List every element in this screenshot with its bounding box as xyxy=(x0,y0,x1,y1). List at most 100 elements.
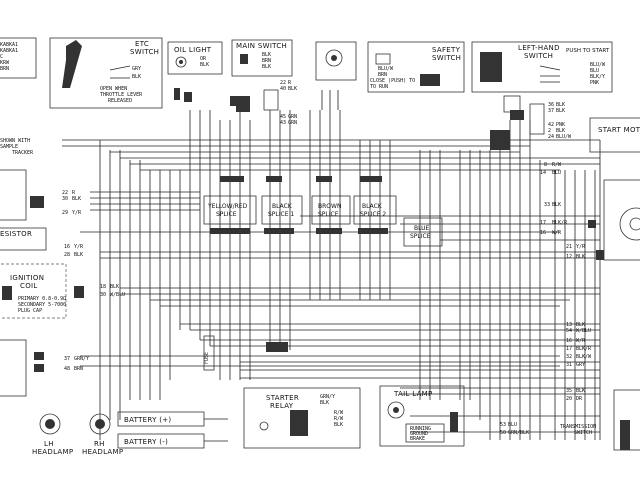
main-wire: BRN xyxy=(262,58,271,64)
lh-wire: BLK/Y xyxy=(590,74,605,80)
etc-wire: BLK xyxy=(132,74,141,80)
left-wire-labels: 22 R 30 BLK 29 Y/R 16 Y/R 28 BLK 18 BLK … xyxy=(34,190,125,372)
wire-color: BLK/R xyxy=(552,220,568,226)
splice-title-1: BLACK xyxy=(272,203,293,210)
relay-wire: BLK xyxy=(334,422,343,428)
wire-color: Y/R xyxy=(74,244,84,250)
wire-color: BLK xyxy=(556,128,565,134)
right-wire-labels: 8 R/W 14 BLU 33 BLK 17 BLK/R 16 W/R 21 Y… xyxy=(500,162,604,436)
wire-num: 20 xyxy=(566,396,572,402)
left-edge-components: KABKA1 KABKA1 C KRW BRN SHOWN WITH SAMPL… xyxy=(0,37,67,397)
wire-num: 35 xyxy=(566,388,572,394)
top-wire-label: 40 xyxy=(280,86,286,92)
tail-note: RUNNING xyxy=(410,426,431,432)
wire-color: BLK xyxy=(556,102,565,108)
wire-color: BRN xyxy=(74,366,83,372)
main-switch-title: MAIN SWITCH xyxy=(236,42,287,50)
battery-neg-title: BATTERY (-) xyxy=(124,438,168,446)
wire-num: 30 xyxy=(62,196,68,202)
wire-color: BLU xyxy=(508,422,517,428)
top-wire-labels: 36 BLK 37 BLK 42 PNK 2 BLK 24 BLU/W xyxy=(529,102,572,140)
splice-title-1: BLACK xyxy=(362,203,383,210)
tail-lamp: TAIL LAMP RUNNING GROUND BRAKE xyxy=(379,385,465,447)
top-wire-label: 22 xyxy=(280,80,286,86)
wire-num: 18 xyxy=(100,284,106,290)
starter-relay-title-2: RELAY xyxy=(270,402,294,410)
relay-wire: GRN/Y xyxy=(320,394,335,400)
wire-color: BLK xyxy=(72,196,81,202)
wire-color: BLK xyxy=(110,284,119,290)
oil-light-title: OIL LIGHT xyxy=(174,46,212,54)
main-wire: BLK xyxy=(262,52,271,58)
lh-wire: BLU/W xyxy=(590,62,606,68)
rh-headlamp-title-2: HEADLAMP xyxy=(82,448,123,456)
lh-headlamp-title-1: LH xyxy=(44,440,54,448)
wire-color: BLK xyxy=(552,202,561,208)
etc-note: THROTTLE LEVER xyxy=(100,92,143,98)
wire-num: 29 xyxy=(62,210,68,216)
etc-switch: ETC SWITCH GRY BLK OPEN WHEN THROTTLE LE… xyxy=(49,37,163,109)
ignition-coil-title-1: IGNITION xyxy=(10,274,44,282)
etc-title-1: ETC xyxy=(135,40,149,48)
oil-wire: OR xyxy=(200,56,207,62)
transmission-title-1: TRANSMISSION xyxy=(560,424,596,430)
wire-num: 16 xyxy=(540,230,546,236)
wire-color: PNK xyxy=(556,122,565,128)
start-motor: START MOT xyxy=(589,117,640,261)
etc-note: RELEASED xyxy=(108,98,132,104)
wire-num: 37 xyxy=(548,108,554,114)
edge-text: SHOWN WITH xyxy=(0,138,30,144)
push-to-start: PUSH TO START xyxy=(566,48,610,54)
wire-color: BLU xyxy=(552,170,561,176)
top-wire-label: 43 xyxy=(280,120,286,126)
fuse-label: FUSE xyxy=(204,352,210,364)
wire-color: BLK/W xyxy=(576,354,592,360)
safety-wire: BLU/W xyxy=(378,66,394,72)
safety-note: CLOSE (PUSH) TO xyxy=(370,78,415,84)
wire-color: BLK xyxy=(556,108,565,114)
lh-wire: BLU xyxy=(590,68,599,74)
edge-text: BRN xyxy=(0,66,9,72)
relay-wire: R/W xyxy=(334,416,344,422)
wire-color: BLK/R xyxy=(576,346,592,352)
headlamps: LH HEADLAMP RH HEADLAMP xyxy=(32,413,123,456)
fuse: FUSE xyxy=(203,335,215,371)
wire-color: BLK xyxy=(576,254,585,260)
wire-num: 28 xyxy=(64,252,70,258)
relay-wire: R/W xyxy=(334,410,344,416)
safety-note: TO RUN xyxy=(370,84,388,90)
etc-note: OPEN WHEN xyxy=(100,86,127,92)
safety-wire: BRN xyxy=(378,72,387,78)
splice-title-2: SPLICE xyxy=(318,211,339,218)
safety-switch: SAFETY SWITCH BLU/W BRN CLOSE (PUSH) TO … xyxy=(367,41,465,93)
wire-color: R/W xyxy=(552,162,562,168)
wire-num: 33 xyxy=(544,202,550,208)
wire-num: 13 xyxy=(566,322,572,328)
wire-color: GRN/BLK xyxy=(508,430,529,436)
wire-num: 31 xyxy=(566,362,572,368)
wire-num: 2 xyxy=(548,128,551,134)
wire-num: 22 xyxy=(62,190,68,196)
wire-color: DR xyxy=(576,396,583,402)
wire-color: W/BLU xyxy=(110,292,125,298)
wire-num: 16 xyxy=(566,338,572,344)
rh-headlamp-title-1: RH xyxy=(94,440,105,448)
wire-color: W/R xyxy=(552,230,562,236)
harness-wires xyxy=(62,110,601,440)
wire-num: 30 xyxy=(100,292,106,298)
wire-num: 32 xyxy=(566,354,572,360)
lh-switch-title-2: SWITCH xyxy=(524,52,553,60)
wire-num: 37 xyxy=(64,356,70,362)
starter-relay-title-1: STARTER xyxy=(266,394,299,402)
lh-switch-title-1: LEFT-HAND xyxy=(518,44,560,52)
top-wire-label: R xyxy=(288,80,292,86)
ignition-coil-note: PLUG CAP xyxy=(18,308,42,314)
etc-wire: GRY xyxy=(132,66,141,72)
wire-num: 50 xyxy=(500,430,506,436)
splice-title-1: YELLOW/RED xyxy=(207,203,248,210)
edge-text: KRW xyxy=(0,60,10,66)
top-wire-label: GRN xyxy=(288,120,297,126)
wire-num: 21 xyxy=(566,244,572,250)
wire-color: BLK xyxy=(74,252,83,258)
